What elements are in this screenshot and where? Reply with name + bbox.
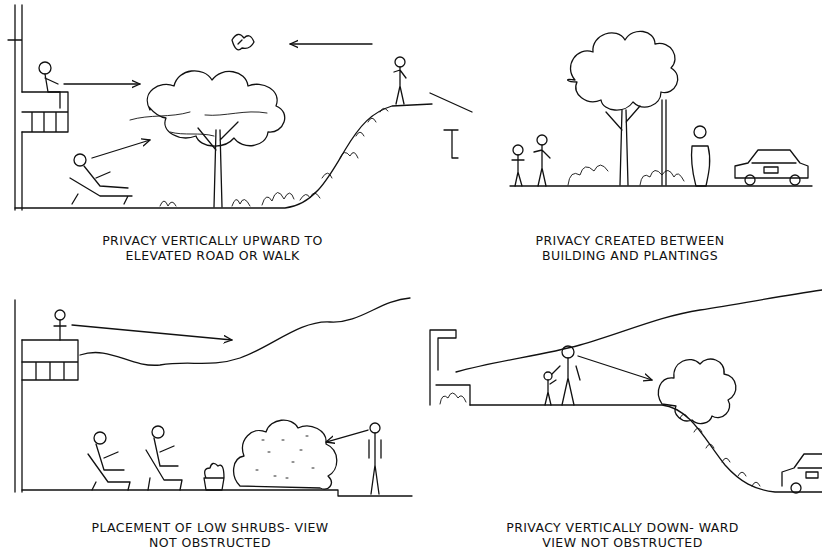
distant-hills <box>456 290 822 372</box>
person-figure <box>534 135 550 186</box>
ground-slope <box>15 104 432 208</box>
tree-trunk <box>198 122 238 207</box>
person-figure <box>691 126 709 186</box>
ground-line <box>22 490 412 496</box>
shrub-mass <box>658 359 735 423</box>
slope-shrubs <box>262 108 388 205</box>
sight-line <box>72 325 232 340</box>
lawn-chair <box>88 432 130 490</box>
shrub-mass <box>234 420 337 489</box>
panel-caption: PRIVACY VERTICALLY UPWARD TO ELEVATED RO… <box>90 233 335 263</box>
ground-plants <box>160 199 250 206</box>
section-downward-privacy <box>430 290 822 493</box>
bird-sketch <box>232 34 254 49</box>
slope-plants <box>680 414 760 486</box>
reclining-person <box>70 154 132 204</box>
sight-line <box>64 83 140 84</box>
building-edge <box>15 300 22 492</box>
person-figure <box>512 145 524 186</box>
car <box>782 454 822 493</box>
tree-trunk <box>606 106 640 185</box>
person-figure <box>39 62 60 108</box>
building-edge <box>430 330 470 405</box>
ground-slope <box>470 405 822 492</box>
balcony <box>22 92 68 132</box>
panel-caption: PRIVACY VERTICALLY DOWN- WARD VIEW NOT O… <box>495 520 750 550</box>
building-edge <box>8 5 22 210</box>
shrub-texture <box>256 436 314 478</box>
distant-hills <box>80 298 410 365</box>
car <box>735 150 808 185</box>
sight-line <box>578 356 652 380</box>
panel-caption: PLACEMENT OF LOW SHRUBS- VIEW NOT OBSTRU… <box>85 520 335 550</box>
ground-line <box>510 185 812 186</box>
balcony <box>22 340 78 380</box>
person-figure <box>394 57 406 104</box>
building-shrub <box>440 393 466 404</box>
section-upward-privacy <box>8 5 472 210</box>
sight-line <box>326 430 368 442</box>
section-building-planting-privacy <box>510 31 812 186</box>
tree-canopy <box>568 31 678 110</box>
person-figure <box>552 346 580 405</box>
building-roof <box>430 93 472 158</box>
tree-canopy-texture <box>130 112 267 136</box>
panel-caption: PRIVACY CREATED BETWEEN BUILDING AND PLA… <box>505 233 755 263</box>
lawn-chair <box>146 426 182 490</box>
potted-plant <box>204 463 224 490</box>
child-figure <box>544 372 556 405</box>
sight-line <box>92 140 150 158</box>
person-figure <box>369 423 381 494</box>
post <box>662 100 666 185</box>
person-figure <box>54 310 66 340</box>
sight-line <box>290 43 372 44</box>
section-low-shrub-placement <box>15 298 412 496</box>
